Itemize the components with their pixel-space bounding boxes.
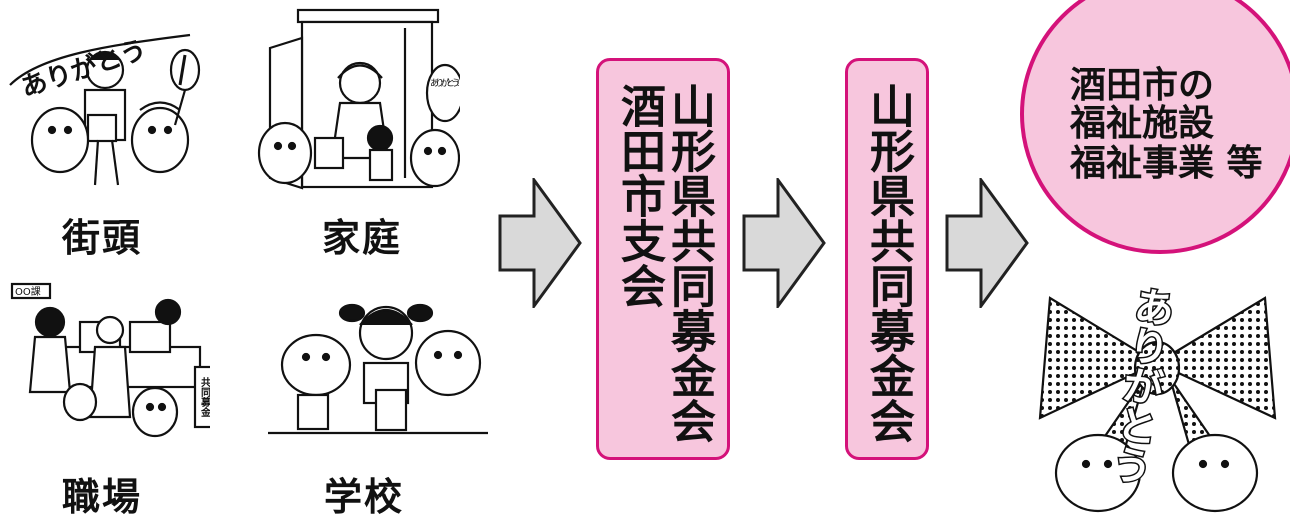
prefecture-city-branch-box: 山形県共同募金会 酒田市支会 (596, 58, 730, 460)
destination-circle: 酒田市の 福祉施設 福祉事業 等 (1020, 0, 1290, 254)
thank-you-ribbon-illustration: ありがとう (1038, 282, 1277, 513)
prefecture-fund-text-2: 山形県共同募金会 (862, 83, 915, 443)
arrow-right-icon (945, 178, 1029, 308)
home-bubble-text: ありがとう! (430, 77, 460, 89)
street-illustration: ありがとう (9, 34, 201, 186)
destination-line-3: 福祉事業 等 (1070, 143, 1263, 184)
arrow-right-icon (498, 178, 582, 308)
office-poster-text: OO課 (15, 285, 41, 298)
street-banner-text: ありがとう (17, 34, 150, 104)
school-illustration (268, 303, 488, 435)
source-label-school: 学校 (324, 475, 405, 519)
destination-line-2: 福祉施設 (1070, 103, 1215, 144)
source-label-home: 家庭 (322, 216, 403, 260)
source-label-street: 街頭 (62, 216, 143, 260)
home-illustration: ありがとう! (257, 8, 460, 190)
office-illustration: OO課 共同募金 (10, 282, 211, 438)
prefecture-fund-box: 山形県共同募金会 (845, 58, 929, 460)
destination-line-1: 酒田市の (1070, 65, 1215, 106)
source-label-office: 職場 (62, 475, 143, 519)
city-branch-text: 酒田市支会 (613, 83, 666, 308)
arrow-right-icon (742, 178, 826, 308)
prefecture-fund-text: 山形県共同募金会 (663, 83, 716, 443)
office-sign-text: 共同募金 (199, 376, 211, 417)
